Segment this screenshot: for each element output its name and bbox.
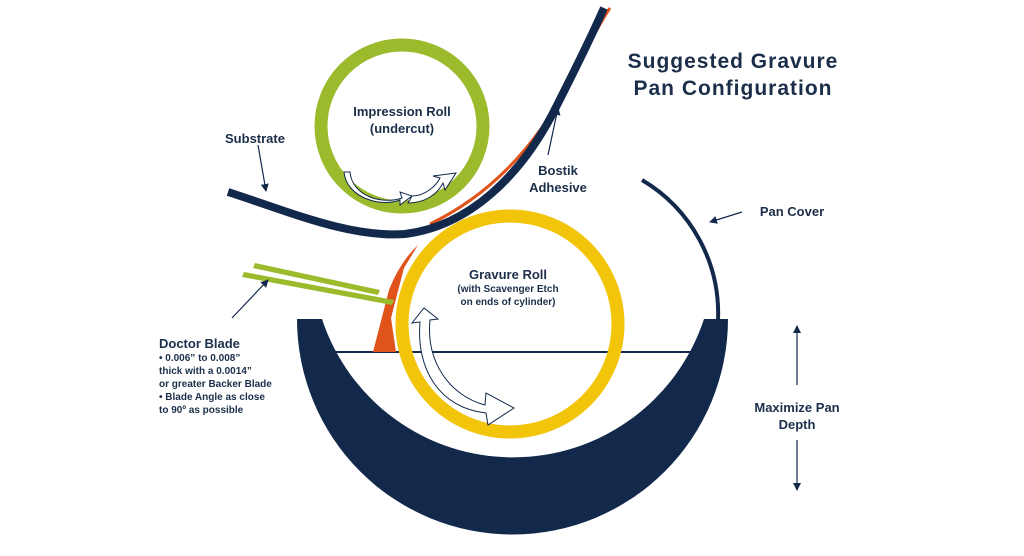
- substrate-pointer: [257, 144, 269, 192]
- doctor-blade: [242, 263, 394, 305]
- doctor-blade-note: to 90º as possible: [159, 405, 244, 416]
- ink-wedge: [373, 245, 418, 352]
- pan-depth-label: Maximize Pan Depth: [737, 399, 857, 433]
- pan-cover-pointer: [709, 211, 743, 224]
- adhesive-label: Bostik Adhesive: [508, 162, 608, 196]
- doctor-blade-note: thick with a 0.0014”: [159, 366, 252, 377]
- gravure-rotation-arrow-icon: [410, 307, 515, 426]
- doctor-blade-heading: Doctor Blade: [159, 336, 240, 351]
- pan-cover-label: Pan Cover: [759, 204, 825, 219]
- doctor-blade-pointer: [231, 279, 269, 319]
- gravure-roll-label-line-3: on ends of cylinder): [460, 297, 556, 308]
- adhesive-label-line-1: Bostik: [538, 163, 578, 178]
- gravure-roll-label-line-1: Gravure Roll: [468, 267, 548, 282]
- gravure-roll-label-line-2: (with Scavenger Etch: [457, 284, 559, 295]
- doctor-blade-note: • Blade Angle as close: [159, 392, 265, 403]
- doctor-blade-label: Doctor Blade • 0.006” to 0.008” thick wi…: [159, 335, 329, 417]
- doctor-blade-notes: • 0.006” to 0.008” thick with a 0.0014” …: [159, 352, 329, 417]
- impression-roll-label-line-1: Impression Roll: [353, 104, 451, 119]
- pan-depth-label-line-1: Maximize Pan: [754, 400, 840, 415]
- gravure-roll-label: Gravure Roll (with Scavenger Etch on end…: [428, 266, 588, 309]
- gravure-roll: [395, 209, 625, 439]
- substrate-label: Substrate: [225, 131, 285, 146]
- adhesive-pointer: [547, 107, 561, 156]
- doctor-blade-note: or greater Backer Blade: [159, 379, 272, 390]
- pan-body: [297, 319, 728, 535]
- impression-roll-label-line-2: (undercut): [369, 121, 435, 136]
- pan-depth-label-line-2: Depth: [778, 417, 816, 432]
- impression-rotation-arrow-icon: [343, 171, 458, 206]
- diagram-title: Suggested Gravure Pan Configuration: [598, 48, 868, 102]
- title-line-2: Pan Configuration: [633, 77, 833, 100]
- substrate-web: [226, 6, 608, 239]
- impression-roll-label: Impression Roll (undercut): [332, 103, 472, 137]
- title-line-1: Suggested Gravure: [627, 50, 839, 73]
- pan-cover: [640, 178, 721, 321]
- doctor-blade-note: • 0.006” to 0.008”: [159, 353, 241, 364]
- adhesive-label-line-2: Adhesive: [529, 180, 587, 195]
- impression-roll: [314, 38, 490, 214]
